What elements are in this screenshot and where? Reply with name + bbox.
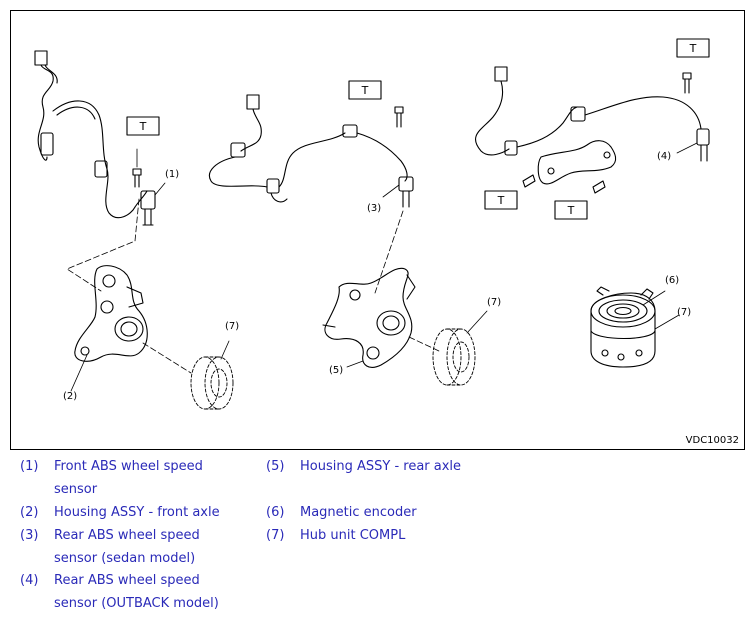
torque-marker-text: T: [689, 42, 697, 55]
front-axle-housing-drawing: [66, 198, 192, 392]
legend-text: Magnetic encoder: [300, 505, 417, 520]
torque-marker-3: T: [676, 38, 710, 58]
hub-unit-compl-drawing: [590, 286, 680, 368]
legend-number: (1): [20, 459, 39, 474]
rear-abs-sensor-outback-drawing: [475, 66, 710, 194]
callout-4: (4): [657, 151, 671, 162]
torque-marker-2: T: [348, 80, 382, 100]
rear-abs-sensor-sedan-drawing: [209, 94, 414, 208]
front-hub-drawing: [190, 340, 234, 410]
torque-marker-1: T: [126, 116, 160, 136]
callout-7-rear: (7): [487, 297, 501, 308]
front-abs-sensor-drawing: [34, 50, 166, 226]
figure-id-label: VDC10032: [685, 435, 739, 446]
legend-number: (2): [20, 505, 39, 520]
callout-1: (1): [165, 169, 179, 180]
rear-axle-housing-drawing: [322, 210, 440, 368]
legend-item-5: (5) Housing ASSY - rear axle: [266, 456, 560, 479]
callout-7-hub: (7): [677, 307, 691, 318]
legend-text: Front ABS wheel speed sensor: [54, 459, 203, 497]
torque-marker-text: T: [497, 194, 505, 207]
legend-item-6: (6) Magnetic encoder: [266, 502, 480, 525]
legend: (1) Front ABS wheel speed sensor (2) Hou…: [0, 456, 752, 620]
torque-marker-text: T: [567, 204, 575, 217]
callout-2: (2): [63, 391, 77, 402]
callout-5: (5): [329, 365, 343, 376]
legend-number: (6): [266, 505, 285, 520]
diagram-canvas: T T T T T (1) (2) (3) (4) (5) (6) (7) (7…: [34, 38, 710, 410]
legend-text: Rear ABS wheel speed sensor (sedan model…: [54, 528, 200, 566]
legend-number: (5): [266, 459, 285, 474]
legend-item-7: (7) Hub unit COMPL: [266, 525, 480, 548]
legend-number: (7): [266, 528, 285, 543]
torque-marker-5: T: [554, 200, 588, 220]
callout-7-front: (7): [225, 321, 239, 332]
legend-item-4: (4) Rear ABS wheel speed sensor (OUTBACK…: [20, 570, 234, 615]
rear-hub-dashed-drawing: [432, 310, 488, 386]
legend-text: Hub unit COMPL: [300, 528, 406, 543]
legend-text: Rear ABS wheel speed sensor (OUTBACK mod…: [54, 573, 219, 611]
legend-item-3: (3) Rear ABS wheel speed sensor (sedan m…: [20, 525, 234, 570]
legend-number: (4): [20, 573, 39, 588]
legend-text: Housing ASSY - rear axle: [300, 459, 462, 474]
callout-6: (6): [665, 275, 679, 286]
legend-item-2: (2) Housing ASSY - front axle: [20, 502, 234, 525]
torque-marker-text: T: [139, 120, 147, 133]
legend-item-1: (1) Front ABS wheel speed sensor: [20, 456, 234, 501]
torque-marker-text: T: [361, 84, 369, 97]
legend-text: Housing ASSY - front axle: [54, 505, 220, 520]
legend-number: (3): [20, 528, 39, 543]
torque-marker-4: T: [484, 190, 518, 210]
parts-diagram: T T T T T (1) (2) (3) (4) (5) (6) (7) (7…: [10, 10, 745, 450]
callout-3: (3): [367, 203, 381, 214]
